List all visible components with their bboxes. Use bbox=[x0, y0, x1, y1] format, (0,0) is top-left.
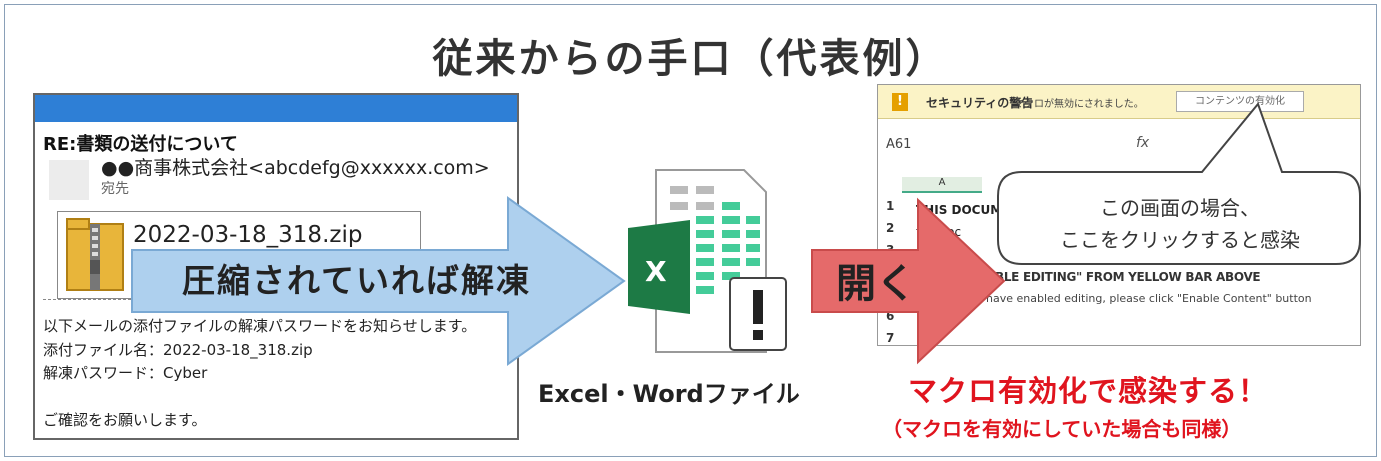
email-body-line: 解凍パスワード：Cyber bbox=[43, 364, 208, 382]
doc-text-line: have enabled editing, please click "Enab… bbox=[986, 292, 1312, 305]
email-body-line: ご確認をお願いします。 bbox=[43, 411, 207, 429]
doc-text-line: ABLE EDITING" FROM YELLOW BAR ABOVE bbox=[986, 270, 1261, 284]
email-window: RE:書類の送付について ●●商事株式会社<abcdefg@xxxxxx.com… bbox=[33, 93, 519, 440]
email-body-line: 添付ファイル名：2022-03-18_318.zip bbox=[43, 340, 313, 359]
row-number: 2 bbox=[886, 221, 895, 235]
infection-warning: マクロ有効化で感染する！ bbox=[908, 374, 1269, 408]
email-body-line: 以下メールの添付ファイルの解凍パスワードをお知らせします。 bbox=[43, 317, 477, 335]
callout-line: この画面の場合、 bbox=[1100, 196, 1260, 220]
column-header: A bbox=[902, 177, 982, 193]
email-subject: RE:書類の送付について bbox=[43, 134, 238, 155]
row-number: 6 bbox=[886, 309, 895, 323]
open-arrow-label: 開く bbox=[836, 261, 916, 307]
row-number: 7 bbox=[886, 331, 895, 345]
email-sender: ●●商事株式会社<abcdefg@xxxxxx.com> bbox=[101, 157, 490, 179]
callout-text: この画面の場合、 ここをクリックすると感染 bbox=[1002, 192, 1358, 256]
excel-file-icon bbox=[628, 169, 787, 353]
security-warning-message: マクロが無効にされました。 bbox=[1014, 99, 1144, 110]
zip-folder-icon bbox=[66, 218, 124, 291]
sender-avatar bbox=[49, 160, 89, 200]
file-label: Excel・Wordファイル bbox=[538, 380, 800, 408]
cell-reference: A61 bbox=[886, 137, 912, 152]
excel-x-letter: X bbox=[645, 255, 667, 288]
warning-icon: ! bbox=[892, 93, 908, 111]
page-title: 従来からの手口（代表例） bbox=[432, 36, 949, 82]
unzip-arrow bbox=[131, 196, 626, 366]
attachment-filename: 2022-03-18_318.zip bbox=[133, 222, 363, 248]
infection-warning-note: （マクロを有効にしていた場合も同様） bbox=[882, 417, 1242, 441]
email-body-line bbox=[43, 386, 476, 410]
unzip-arrow-label: 圧縮されていれば解凍 bbox=[182, 261, 532, 300]
formula-icon: fx bbox=[1136, 135, 1150, 151]
row-number: 1 bbox=[886, 199, 895, 213]
security-warning-bar: ! セキュリティの警告 マクロが無効にされました。 コンテンツの有効化 bbox=[878, 85, 1360, 119]
open-arrow bbox=[811, 197, 1006, 365]
email-body: 以下メールの添付ファイルの解凍パスワードをお知らせします。 添付ファイル名：20… bbox=[43, 315, 476, 433]
security-warning-title: セキュリティの警告 bbox=[926, 96, 1034, 110]
enable-content-button[interactable]: コンテンツの有効化 bbox=[1176, 91, 1304, 112]
email-to-label: 宛先 bbox=[101, 181, 129, 197]
callout-line: ここをクリックすると感染 bbox=[1060, 228, 1300, 252]
callout-bubble bbox=[997, 101, 1361, 265]
email-title-bar bbox=[35, 95, 517, 122]
